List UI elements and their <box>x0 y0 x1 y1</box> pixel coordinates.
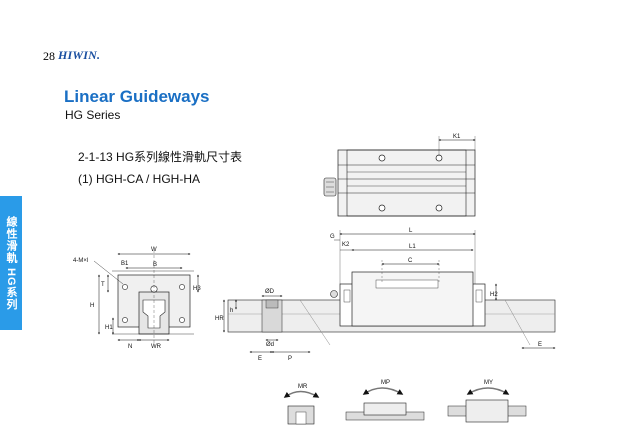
label-n: N <box>128 344 132 350</box>
label-b1: B1 <box>121 261 129 267</box>
label-c: C <box>408 258 413 264</box>
label-k1: K1 <box>453 134 461 140</box>
label-l1: L1 <box>409 244 416 250</box>
label-e-right: E <box>538 342 542 348</box>
brand-logo: HIWIN. <box>58 48 101 62</box>
label-e-left: E <box>258 356 262 362</box>
label-wr: WR <box>151 344 162 350</box>
moment-my-diagram: MY <box>447 380 527 423</box>
label-t: T <box>101 282 105 288</box>
moment-mr-diagram: MR <box>283 384 320 425</box>
label-p: P <box>288 356 292 362</box>
side-view-drawing: L G L1 K2 C ØD Ød HR h H2 E P E <box>215 228 556 362</box>
label-h-small: h <box>230 308 233 314</box>
label-mp: MP <box>381 380 390 386</box>
label-my: MY <box>484 380 493 386</box>
label-l: L <box>409 228 413 234</box>
series-subtitle: HG Series <box>65 108 121 122</box>
top-view-drawing: K1 <box>323 134 476 217</box>
page-title: Linear Guideways <box>64 87 210 106</box>
label-h3: H3 <box>193 286 201 292</box>
label-mounting: 4-M×l <box>73 258 88 264</box>
label-b: B <box>153 262 157 268</box>
label-k2: K2 <box>342 242 350 248</box>
side-tab: 線性滑軌 HG系列 <box>0 196 22 330</box>
moment-mp-diagram: MP <box>345 380 425 421</box>
label-w: W <box>151 247 157 253</box>
side-tab-label: 線性滑軌 HG系列 <box>5 215 17 311</box>
label-h2: H2 <box>490 292 498 298</box>
label-h: H <box>90 303 94 309</box>
front-view-drawing: W B B1 4-M×l H T H1 H3 N WR <box>73 247 201 350</box>
label-hr: HR <box>215 316 224 322</box>
label-mr: MR <box>298 384 308 390</box>
section-heading: 2-1-13 HG系列線性滑軌尺寸表 <box>78 150 243 164</box>
label-g: G <box>330 234 335 240</box>
page-number: 28 <box>43 49 55 63</box>
model-subheading: (1) HGH-CA / HGH-HA <box>78 172 201 186</box>
label-phid-lower: Ød <box>266 342 274 348</box>
label-h1: H1 <box>105 325 113 331</box>
label-phid-upper: ØD <box>265 289 275 295</box>
